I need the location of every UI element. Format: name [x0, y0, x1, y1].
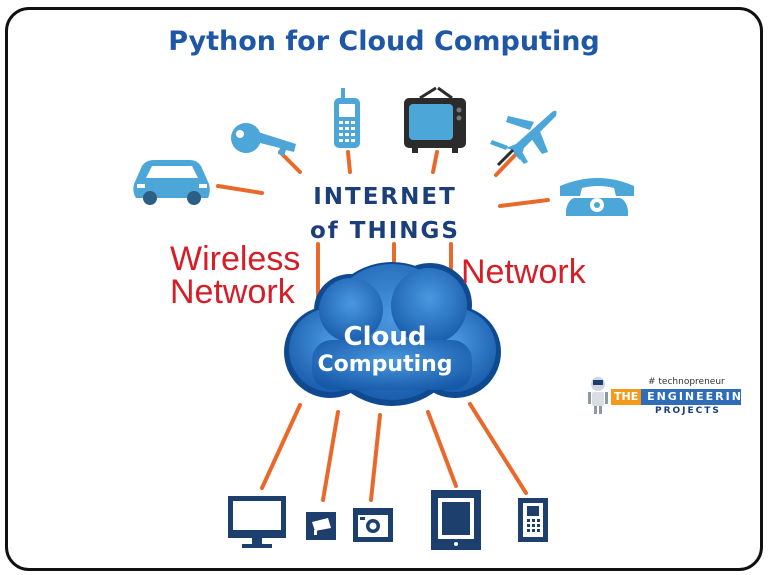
- photo-camera-icon: [353, 508, 393, 542]
- connector-car: [216, 184, 264, 195]
- telephone-icon: [560, 178, 634, 216]
- iot-line-1: INTERNET: [313, 184, 457, 210]
- tablet-icon: [431, 490, 481, 550]
- brand-name: THE ENGINEERING: [611, 389, 741, 405]
- connector-cellphone: [346, 150, 352, 174]
- brand-subtitle: PROJECTS: [655, 406, 721, 416]
- car-icon: [133, 160, 210, 205]
- robot-logo-icon: [588, 377, 608, 414]
- wireless-line-1: Wireless: [170, 240, 301, 278]
- monitor-icon: [228, 496, 286, 548]
- security-camera-icon: [306, 512, 336, 540]
- brand-the: THE: [611, 389, 642, 405]
- cloud-computing-label: Cloud Computing: [300, 322, 470, 378]
- connector-monitor: [260, 403, 302, 490]
- cloud-shape: [284, 262, 501, 406]
- iot-hub-label: INTERNET of THINGS: [285, 180, 485, 248]
- airplane-icon: [490, 110, 557, 167]
- television-icon: [404, 86, 466, 153]
- wireless-network-label: Wireless Network: [170, 240, 310, 311]
- brand-tagline: # technopreneur: [648, 377, 725, 387]
- brand-main-word: ENGINEERING: [647, 390, 741, 403]
- connector-mobile-phone: [468, 402, 528, 495]
- mobile-phone-icon: [518, 498, 548, 542]
- connector-television: [431, 150, 439, 174]
- page-title: Python for Cloud Computing: [168, 26, 600, 57]
- key-icon: [231, 123, 296, 156]
- wireless-line-2: Network: [170, 273, 295, 311]
- connector-photo-camera: [369, 413, 382, 502]
- connector-tablet: [426, 410, 458, 488]
- connector-airplane: [494, 150, 520, 177]
- connector-security-camera: [321, 410, 340, 502]
- cloud-line-2: Computing: [317, 352, 453, 377]
- network-label: Network: [461, 253, 586, 291]
- cloud-line-1: Cloud: [343, 322, 427, 352]
- cellphone-icon: [334, 88, 360, 148]
- iot-line-2: of THINGS: [309, 218, 460, 244]
- connector-telephone: [498, 198, 550, 208]
- bottom-connectors: [260, 402, 528, 502]
